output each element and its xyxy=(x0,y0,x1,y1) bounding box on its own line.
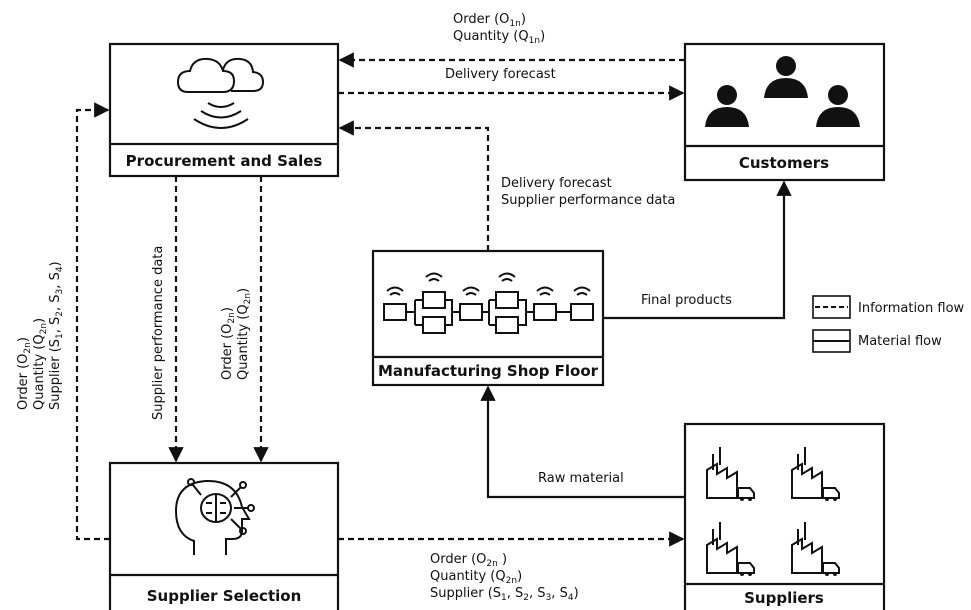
ai-head-icon xyxy=(174,478,255,555)
supplier-selection-node: Supplier Selection xyxy=(108,461,340,610)
bottom-order-label: Order (O2n ) xyxy=(430,552,507,569)
manufacturing-node: Manufacturing Shop Floor xyxy=(371,249,605,387)
mid-order-quantity-label: Order (O2n) Quantity (Q2n) xyxy=(220,288,253,380)
svg-text:Quantity (Q2n): Quantity (Q2n) xyxy=(32,318,49,410)
customers-title: Customers xyxy=(739,154,829,172)
customers-node: Customers xyxy=(683,42,886,182)
legend: Information flow Material flow xyxy=(812,295,965,353)
factory-icon xyxy=(791,447,840,501)
top-order-label: Order (O1n) xyxy=(453,12,526,29)
bottom-supplier-label: Supplier (S1, S2, S3, S4) xyxy=(430,586,579,603)
svg-text:Order (O2n): Order (O2n) xyxy=(16,337,33,410)
final-products-arrow xyxy=(603,180,792,320)
bottom-quantity-label: Quantity (Q2n) xyxy=(430,569,522,586)
supplier-selection-title: Supplier Selection xyxy=(147,587,302,605)
procurement-node: Procurement and Sales xyxy=(108,42,340,178)
shop-supplier-performance-label: Supplier performance data xyxy=(501,193,675,208)
final-products-label: Final products xyxy=(641,293,732,308)
svg-text:Quantity (Q2n): Quantity (Q2n) xyxy=(236,288,253,380)
top-quantity-label: Quantity (Q1n) xyxy=(453,29,545,46)
factory-icon xyxy=(706,447,755,501)
supplier-performance-label: Supplier performance data xyxy=(151,246,166,420)
left-order-label: Order (O2n) Quantity (Q2n) Supplier (S1,… xyxy=(16,261,65,410)
svg-text:Order (O2n): Order (O2n) xyxy=(220,307,237,380)
people-icon xyxy=(705,56,860,127)
cloud-icon xyxy=(176,57,265,129)
raw-material-arrow xyxy=(480,385,685,499)
raw-material-label: Raw material xyxy=(538,471,624,486)
procurement-title: Procurement and Sales xyxy=(126,152,323,170)
information-flow-legend-label: Information flow xyxy=(858,301,965,316)
delivery-forecast-label: Delivery forecast xyxy=(445,67,556,82)
suppliers-title: Suppliers xyxy=(744,589,824,607)
factory-icon xyxy=(791,522,840,576)
shop-delivery-forecast-label: Delivery forecast xyxy=(501,176,612,191)
production-line-icon xyxy=(383,272,594,334)
shop-feedback-arrow xyxy=(338,120,490,251)
svg-text:Supplier (S1, S2, S3, S4): Supplier (S1, S2, S3, S4) xyxy=(48,261,65,410)
suppliers-node: Suppliers xyxy=(683,422,886,610)
manufacturing-title: Manufacturing Shop Floor xyxy=(378,362,599,380)
factory-icon xyxy=(706,522,755,576)
selection-feedback-arrow xyxy=(75,102,110,541)
material-flow-legend-label: Material flow xyxy=(858,334,942,349)
